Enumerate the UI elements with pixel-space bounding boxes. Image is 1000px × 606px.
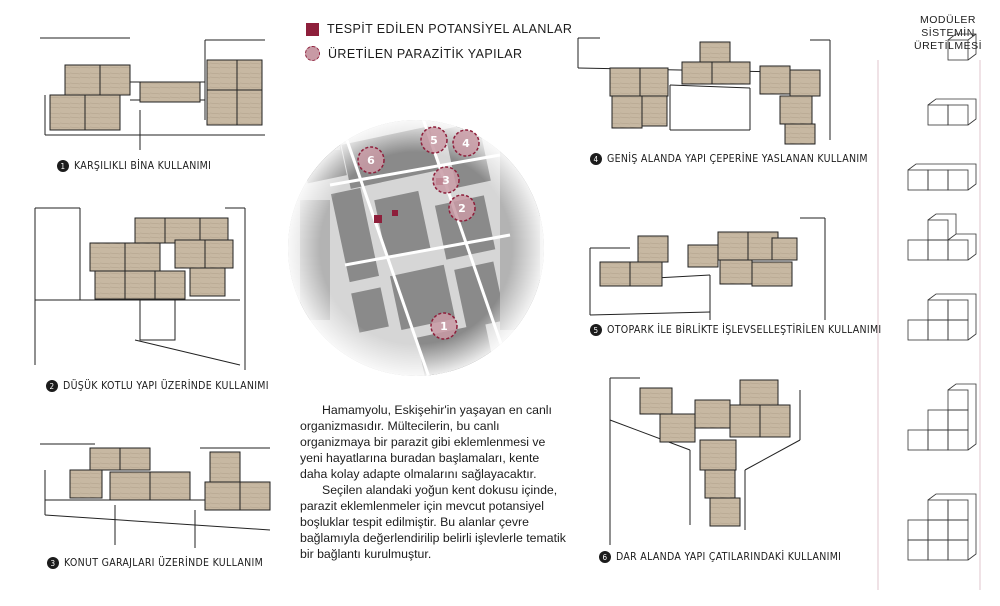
map-marker-5: 5 [420, 126, 448, 154]
legend-circle-swatch [305, 46, 320, 61]
caption-number-badge: 3 [47, 557, 59, 569]
caption-number-badge: 4 [590, 153, 602, 165]
caption-4: 4 GENİŞ ALANDA YAPI ÇEPERİNE YASLANAN KU… [590, 153, 868, 165]
map-marker-2: 2 [448, 194, 476, 222]
caption-1: 1 KARŞILIKLI BİNA KULLANIMI [57, 160, 211, 172]
map-marker-6: 6 [357, 146, 385, 174]
description-text: Hamamyolu, Eskişehir'in yaşayan en canlı… [300, 402, 570, 562]
caption-label: GENİŞ ALANDA YAPI ÇEPERİNE YASLANAN KULL… [607, 153, 868, 165]
caption-number-badge: 2 [46, 380, 58, 392]
modular-system-title: MODÜLER SİSTEMİN ÜRETİLMESİ [908, 14, 988, 53]
map-marker-label: 5 [430, 134, 438, 147]
legend-potential-areas-label: TESPİT EDİLEN POTANSİYEL ALANLAR [327, 22, 573, 36]
caption-label: DAR ALANDA YAPI ÇATILARINDAKİ KULLANIMI [616, 551, 842, 563]
caption-6: 6 DAR ALANDA YAPI ÇATILARINDAKİ KULLANIM… [599, 551, 841, 563]
scene-4-drawing [577, 37, 831, 145]
side-title-line-1: MODÜLER [919, 14, 976, 26]
map-marker-label: 6 [367, 154, 375, 167]
site-map: 1 2 3 4 5 6 [288, 120, 544, 376]
scene-6-drawing [609, 377, 801, 545]
caption-number-badge: 6 [599, 551, 611, 563]
map-marker-3: 3 [432, 166, 460, 194]
map-marker-1: 1 [430, 312, 458, 340]
legend-square-swatch [306, 22, 319, 36]
map-marker-label: 2 [458, 202, 466, 215]
scene-1-drawing [40, 37, 265, 150]
map-marker-4: 4 [452, 129, 480, 157]
map-marker-label: 1 [440, 320, 448, 333]
legend-parasitic-structures: ÜRETİLEN PARAZİTİK YAPILAR [305, 46, 522, 61]
caption-3: 3 KONUT GARAJLARI ÜZERİNDE KULLANIM [47, 557, 263, 569]
description-paragraph-2: Seçilen alandaki yoğun kent dokusu içind… [300, 483, 566, 561]
caption-label: KONUT GARAJLARI ÜZERİNDE KULLANIM [64, 557, 264, 569]
description-paragraph-1: Hamamyolu, Eskişehir'in yaşayan en canlı… [300, 403, 552, 481]
map-marker-label: 4 [462, 137, 470, 150]
caption-label: DÜŞÜK KOTLU YAPI ÜZERİNDE KULLANIMI [63, 380, 269, 392]
caption-number-badge: 5 [590, 324, 602, 336]
caption-5: 5 OTOPARK İLE BİRLİKTE İŞLEVSELLEŞTİRİLE… [590, 324, 882, 336]
scene-3-drawing [40, 443, 271, 548]
scene-5-drawing [589, 217, 826, 320]
caption-2: 2 DÜŞÜK KOTLU YAPI ÜZERİNDE KULLANIMI [46, 380, 269, 392]
side-title-line-2: SİSTEMİN [921, 27, 975, 39]
caption-label: OTOPARK İLE BİRLİKTE İŞLEVSELLEŞTİRİLEN … [607, 324, 882, 336]
map-marker-label: 3 [442, 174, 450, 187]
legend-parasitic-structures-label: ÜRETİLEN PARAZİTİK YAPILAR [328, 46, 523, 61]
legend-potential-areas: TESPİT EDİLEN POTANSİYEL ALANLAR [306, 22, 572, 36]
caption-label: KARŞILIKLI BİNA KULLANIMI [74, 160, 212, 172]
scene-2-drawing [34, 207, 246, 370]
caption-number-badge: 1 [57, 160, 69, 172]
modular-system-diagrams [877, 33, 981, 590]
